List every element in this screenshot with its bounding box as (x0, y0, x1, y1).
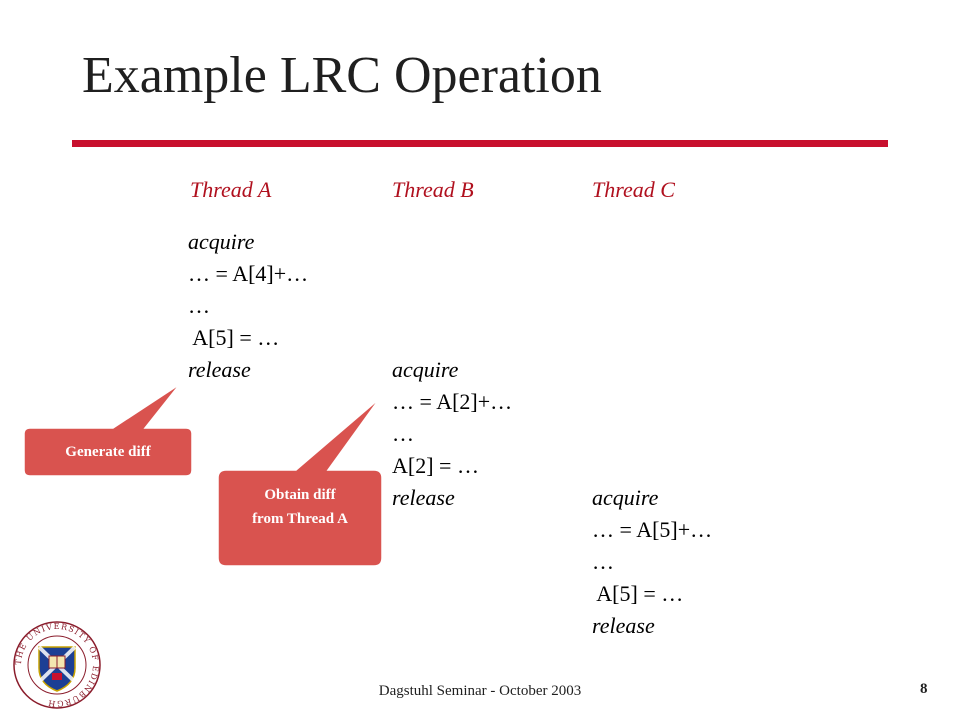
thread-c-header: Thread C (592, 177, 675, 202)
thread-c-line: A[5] = … (592, 581, 684, 606)
university-of-edinburgh-crest-icon: THE UNIVERSITY OF EDINBURGH (13, 621, 101, 709)
thread-a-line: release (188, 357, 251, 382)
obtain-diff-callout-line1: Obtain diff (264, 487, 336, 503)
thread-a-line: acquire (188, 229, 255, 254)
thread-c-line: … (592, 549, 614, 574)
page-number: 8 (920, 681, 928, 697)
footer-text: Dagstuhl Seminar - October 2003 (378, 683, 582, 699)
generate-diff-callout-shape (23, 383, 193, 477)
slide-title: Example LRC Operation (82, 47, 602, 104)
thread-b-line: A[2] = … (392, 453, 479, 478)
thread-c-line: acquire (592, 485, 659, 510)
thread-b-line: release (392, 485, 455, 510)
thread-c-line: … = A[5]+… (592, 517, 713, 542)
obtain-diff-callout-line2: from Thread A (252, 511, 348, 527)
title-divider (72, 140, 888, 147)
thread-a-line: A[5] = … (188, 325, 280, 350)
thread-b-line: … (392, 421, 414, 446)
thread-b-header: Thread B (392, 177, 474, 202)
generate-diff-callout-text: Generate diff (65, 444, 151, 460)
obtain-diff-callout-shape (217, 397, 383, 567)
thread-a-line: … (188, 293, 210, 318)
thread-c-line: release (592, 613, 655, 638)
thread-a-header: Thread A (190, 177, 272, 202)
thread-a-line: … = A[4]+… (188, 261, 309, 286)
thread-b-line: acquire (392, 357, 459, 382)
thread-b-line: … = A[2]+… (392, 389, 513, 414)
